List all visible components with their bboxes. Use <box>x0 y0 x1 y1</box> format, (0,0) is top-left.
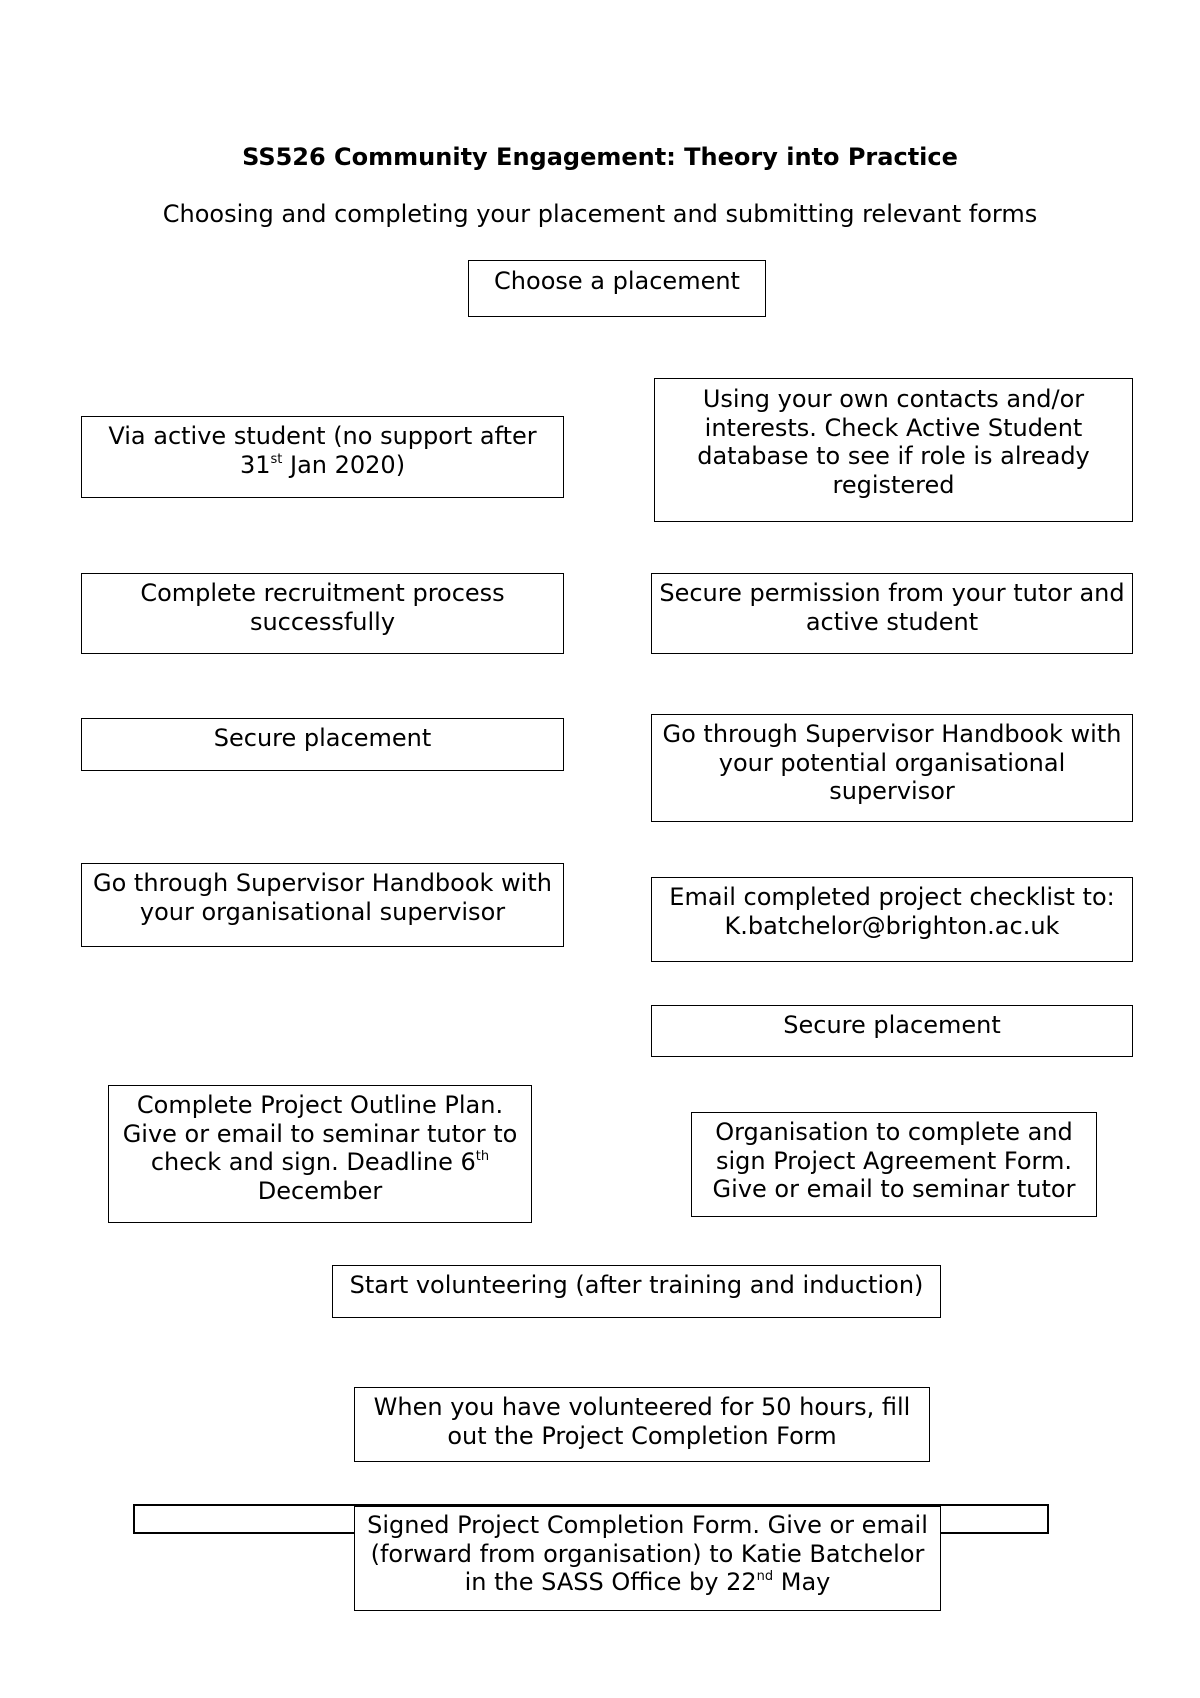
handbook-left-box: Go through Supervisor Handbook with your… <box>81 863 564 947</box>
document-subtitle: Choosing and completing your placement a… <box>162 200 1038 228</box>
via-active-student-box: Via active student (no support after 31s… <box>81 416 564 498</box>
own-contacts-text: Using your own contacts and/or interests… <box>697 385 1090 499</box>
secure-placement-right-text: Secure placement <box>783 1011 1001 1039</box>
email-checklist-text: Email completed project checklist to: K.… <box>669 883 1115 940</box>
choose-placement-text: Choose a placement <box>494 267 740 295</box>
email-checklist-box: Email completed project checklist to: K.… <box>651 877 1133 962</box>
start-volunteering-text: Start volunteering (after training and i… <box>349 1271 924 1299</box>
start-volunteering-box: Start volunteering (after training and i… <box>332 1265 941 1318</box>
complete-recruitment-text: Complete recruitment process successfull… <box>140 579 505 636</box>
secure-permission-box: Secure permission from your tutor and ac… <box>651 573 1133 654</box>
project-agreement-box: Organisation to complete and sign Projec… <box>691 1112 1097 1217</box>
own-contacts-box: Using your own contacts and/or interests… <box>654 378 1133 522</box>
choose-placement-box: Choose a placement <box>468 260 766 317</box>
signed-completion-text: Signed Project Completion Form. Give or … <box>367 1511 928 1596</box>
fifty-hours-box: When you have volunteered for 50 hours, … <box>354 1387 930 1462</box>
secure-placement-left-text: Secure placement <box>213 724 432 752</box>
signed-completion-box: Signed Project Completion Form. Give or … <box>354 1506 941 1611</box>
handbook-right-box: Go through Supervisor Handbook with your… <box>651 714 1133 822</box>
complete-recruitment-box: Complete recruitment process successfull… <box>81 573 564 654</box>
project-outline-text: Complete Project Outline Plan. Give or e… <box>122 1091 518 1205</box>
secure-permission-text: Secure permission from your tutor and ac… <box>659 579 1125 636</box>
handbook-left-text: Go through Supervisor Handbook with your… <box>93 869 552 926</box>
document-title: SS526 Community Engagement: Theory into … <box>242 143 958 171</box>
project-outline-box: Complete Project Outline Plan. Give or e… <box>108 1085 532 1223</box>
project-agreement-text: Organisation to complete and sign Projec… <box>712 1118 1076 1203</box>
fifty-hours-text: When you have volunteered for 50 hours, … <box>373 1393 911 1450</box>
secure-placement-right-box: Secure placement <box>651 1005 1133 1057</box>
secure-placement-left-box: Secure placement <box>81 718 564 771</box>
via-active-student-text: Via active student (no support after 31s… <box>108 422 537 479</box>
handbook-right-text: Go through Supervisor Handbook with your… <box>662 720 1122 805</box>
